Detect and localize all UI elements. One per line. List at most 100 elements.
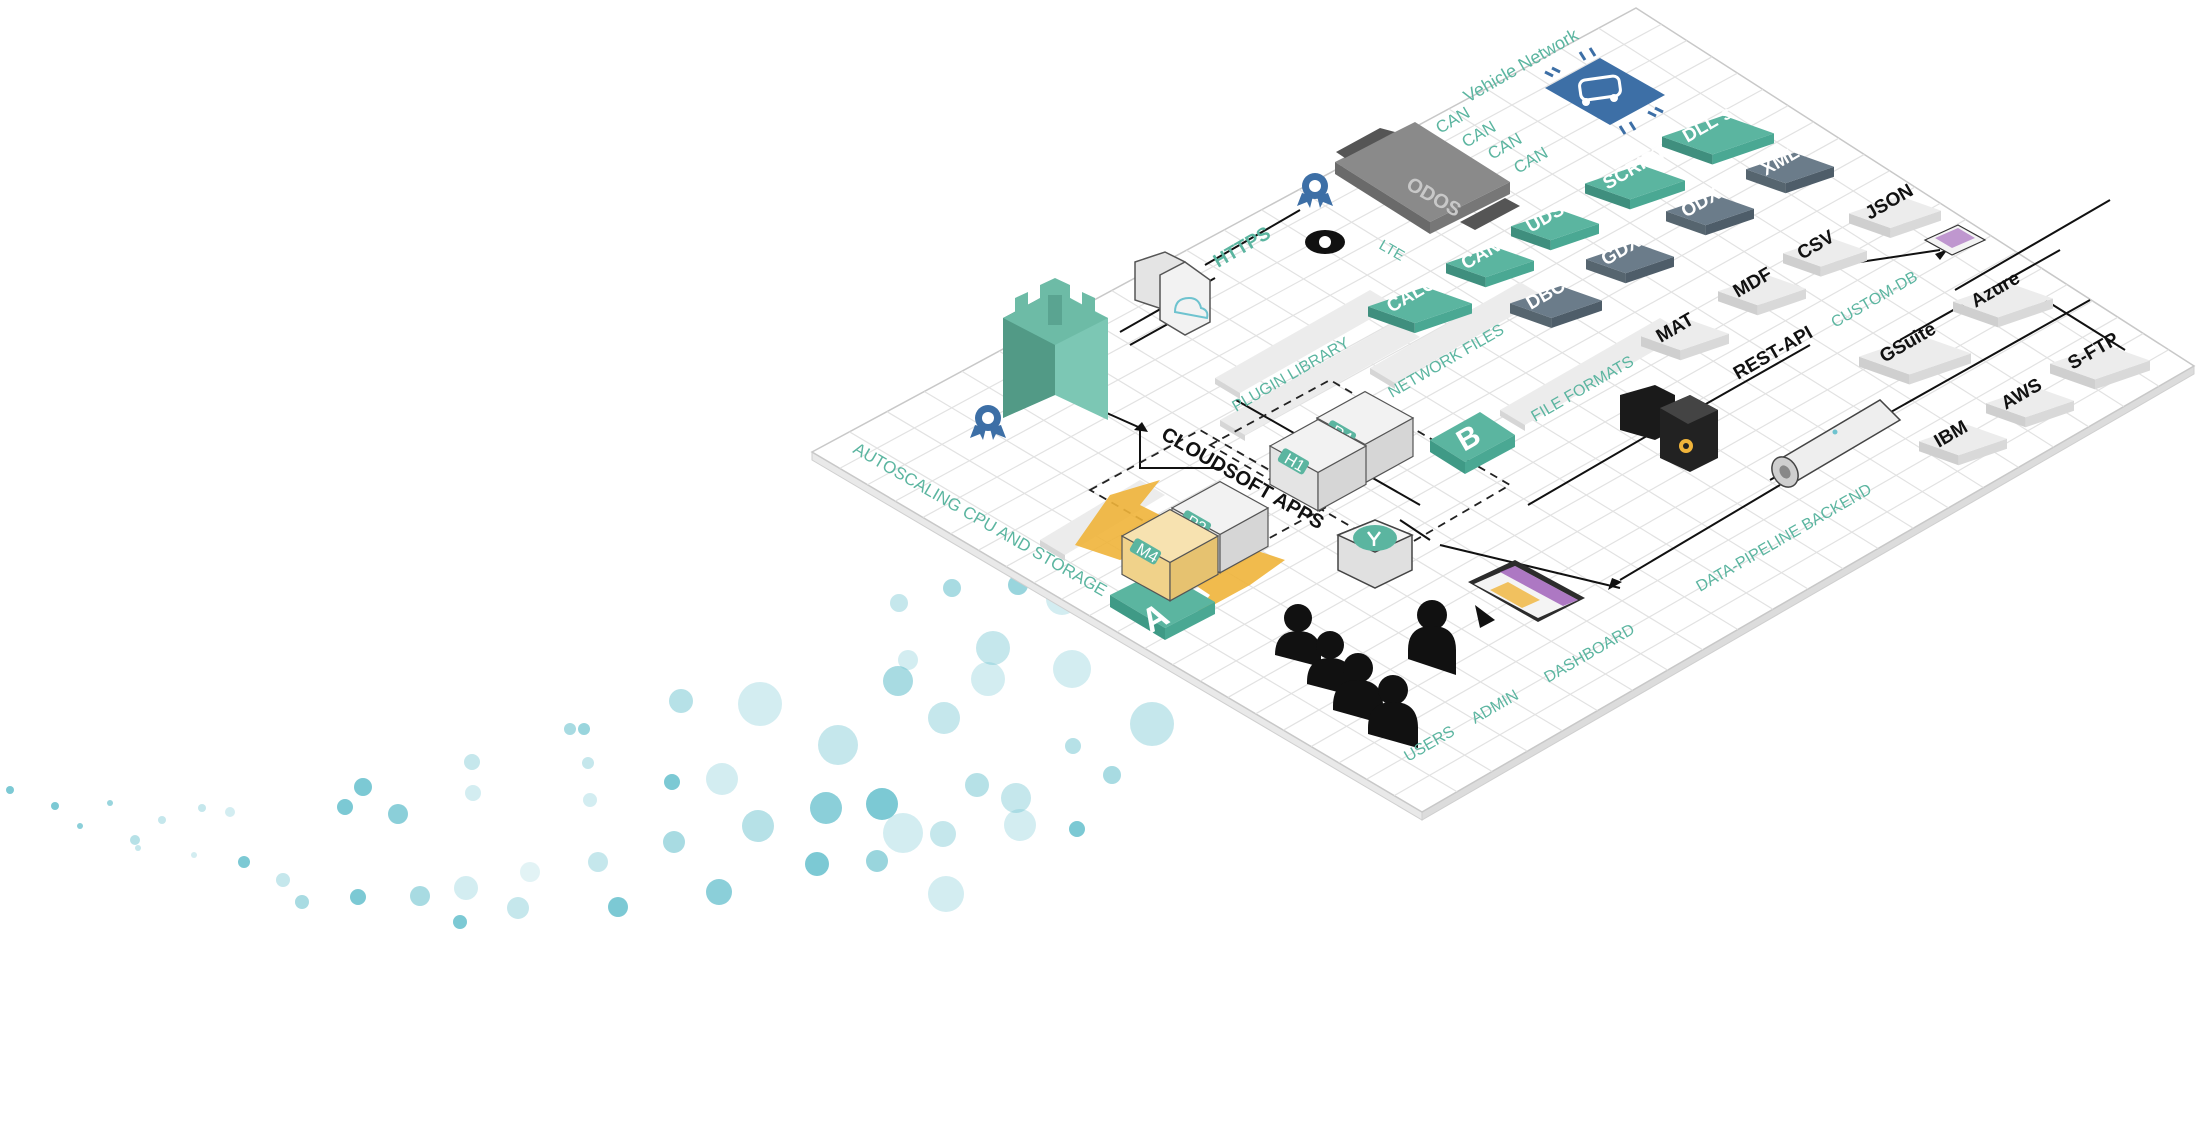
particle-dot — [582, 757, 594, 769]
particle-dot — [965, 773, 989, 797]
grid-line — [1310, 300, 2093, 748]
particle-dot — [6, 786, 14, 794]
particle-dot — [410, 886, 430, 906]
particle-dot — [135, 845, 141, 851]
zone-b-outline — [1208, 378, 1512, 554]
particle-dot — [943, 579, 961, 597]
file-format-tile-uds: UDS — [1511, 199, 1599, 251]
tile-top — [1718, 274, 1806, 306]
particle-dot — [706, 879, 732, 905]
grid-line — [1338, 316, 2119, 764]
zone-b-marker: B — [1430, 412, 1515, 474]
tile-top — [1585, 164, 1685, 200]
particle-dot — [276, 873, 290, 887]
arrow-head — [1935, 249, 1948, 260]
particle-dot — [225, 807, 235, 817]
grid-line — [894, 56, 1713, 502]
particle-dot — [866, 788, 898, 820]
tile-side — [1662, 136, 1713, 165]
particle-dot — [198, 804, 206, 812]
particle-dot — [810, 792, 842, 824]
particle-dot — [608, 897, 628, 917]
file-format-tile-xml: XML — [1746, 142, 1834, 194]
tile-side — [1757, 288, 1806, 316]
particle-dot — [1130, 702, 1174, 746]
particle-dot — [454, 876, 478, 900]
admin-person-icon — [1408, 600, 1456, 675]
grid-line — [1393, 349, 2169, 797]
dashboard-screen-icon — [1468, 560, 1585, 628]
tile-side — [1909, 353, 1971, 385]
particle-dot — [453, 915, 467, 929]
lte-badge-icon — [1305, 230, 1345, 254]
tile-top — [1986, 386, 2074, 418]
file-format-tile-mat: MAT — [1641, 309, 1729, 361]
connector-line — [1619, 484, 1781, 581]
particle-dot — [588, 852, 608, 872]
particle-dot — [354, 778, 372, 796]
particle-dot — [507, 897, 529, 919]
file-format-tile-dbc: DBC — [1510, 275, 1602, 329]
grid-line — [1172, 219, 1967, 666]
particle-dot — [77, 823, 83, 829]
flat-tile-edge — [1220, 420, 1245, 441]
particle-dot — [465, 785, 481, 801]
tile-top — [1746, 152, 1834, 184]
particle-dot — [130, 835, 140, 845]
flat-tile — [1215, 290, 1395, 393]
particle-dot — [295, 895, 309, 909]
zone-a-base — [1110, 570, 1215, 628]
particle-dot — [928, 876, 964, 912]
app-blocks: R4H1P3M4 — [1120, 390, 1415, 602]
particle-dot — [1053, 650, 1091, 688]
tile-top — [1849, 195, 1941, 229]
connector-line — [1954, 199, 2111, 291]
tile-side — [1586, 259, 1626, 284]
tile-side — [1712, 133, 1774, 165]
tile-side — [1630, 180, 1685, 210]
tile-side — [2050, 363, 2095, 390]
app-block-h1: H1 — [1268, 418, 1368, 512]
pipeline-cylinder-icon — [1771, 399, 1902, 488]
tile-top — [1510, 285, 1602, 319]
tile-top — [1586, 242, 1674, 274]
particle-dot — [928, 702, 960, 734]
file-format-tile-csv: CSV — [1783, 226, 1867, 277]
vehicle-chip-icon — [1544, 47, 1665, 135]
particle-dot — [883, 813, 923, 853]
particle-dot — [238, 856, 250, 868]
app-block-m4: M4 — [1120, 508, 1220, 602]
particle-dot — [350, 889, 366, 905]
particle-dot — [664, 774, 680, 790]
connector-line — [1204, 209, 1301, 266]
tile-side — [1998, 298, 2053, 328]
connector-line — [1399, 519, 1431, 541]
users-group-icon — [1275, 604, 1418, 748]
tile-side — [2095, 360, 2150, 390]
tile-side — [1986, 403, 2026, 428]
particle-dot — [464, 754, 480, 770]
particle-dot — [191, 852, 197, 858]
particle-dot — [158, 816, 166, 824]
tile-side — [2025, 400, 2074, 428]
award-ribbon-icon — [1297, 173, 1333, 208]
cloud-gateway-icon — [1134, 251, 1211, 336]
tile-side — [1705, 208, 1754, 236]
particle-dot — [976, 631, 1010, 665]
tile-side — [1414, 303, 1472, 334]
arrow-head — [1608, 578, 1622, 590]
particle-dot — [107, 800, 113, 806]
particle-dot — [883, 666, 913, 696]
odos-device-icon: ODOS — [1335, 122, 1520, 234]
particle-dot — [818, 725, 858, 765]
tile-top — [1446, 246, 1534, 278]
particle-dot — [1103, 766, 1121, 784]
particle-dot — [890, 594, 908, 612]
flat-tile-edge — [1215, 378, 1240, 399]
tile-side — [1666, 211, 1706, 236]
particle-dot — [663, 831, 685, 853]
award-ribbon-icon — [970, 405, 1006, 440]
tile-side — [1550, 223, 1599, 251]
